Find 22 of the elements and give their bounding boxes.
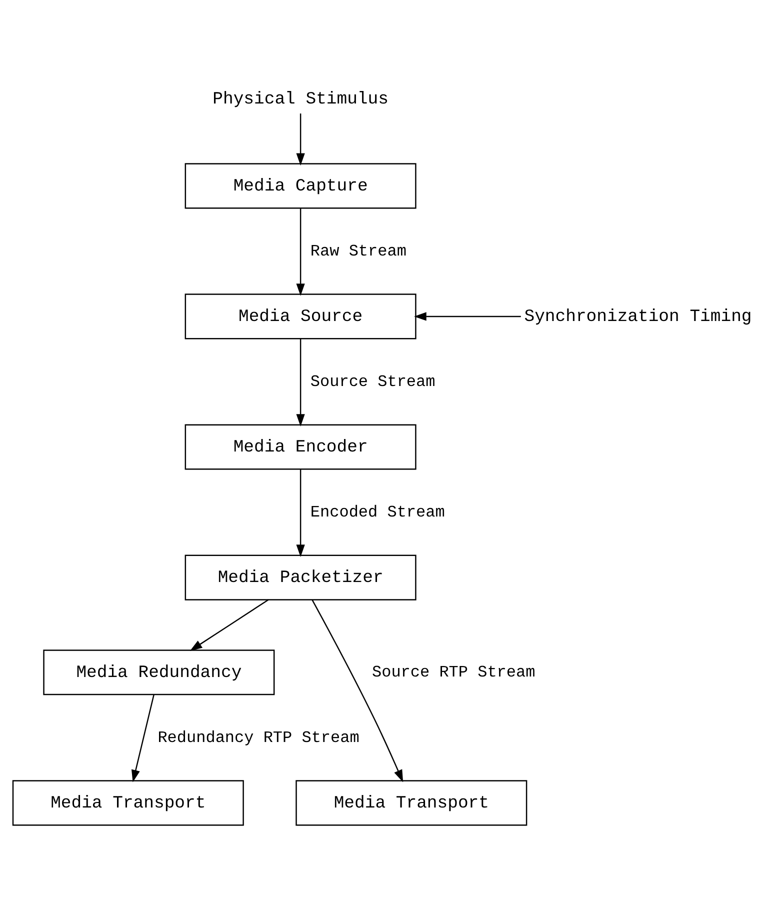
node-box: Media Transport: [12, 780, 244, 826]
node-box: Media Transport: [296, 780, 528, 826]
node-text: Physical Stimulus: [212, 90, 388, 110]
edge-label: Redundancy RTP Stream: [158, 728, 360, 746]
arrow: [414, 312, 521, 320]
node-box: Media Capture: [184, 162, 416, 208]
arrow: [132, 694, 154, 782]
arrow: [296, 468, 305, 556]
arrow: [312, 599, 404, 782]
edge-label: Source Stream: [310, 372, 436, 390]
arrow: [296, 113, 305, 166]
edge-label: Source RTP Stream: [372, 663, 536, 682]
node-box: Media Redundancy: [43, 649, 275, 695]
arrow: [296, 208, 305, 296]
edge-label: Encoded Stream: [310, 502, 445, 521]
node-box: Media Source: [184, 293, 416, 339]
edge-label: Raw Stream: [310, 242, 406, 260]
arrow: [296, 338, 305, 426]
node-text: Synchronization Timing: [524, 308, 752, 327]
arrow: [190, 598, 269, 650]
node-box: Media Packetizer: [184, 554, 416, 600]
node-box: Media Encoder: [184, 424, 416, 470]
